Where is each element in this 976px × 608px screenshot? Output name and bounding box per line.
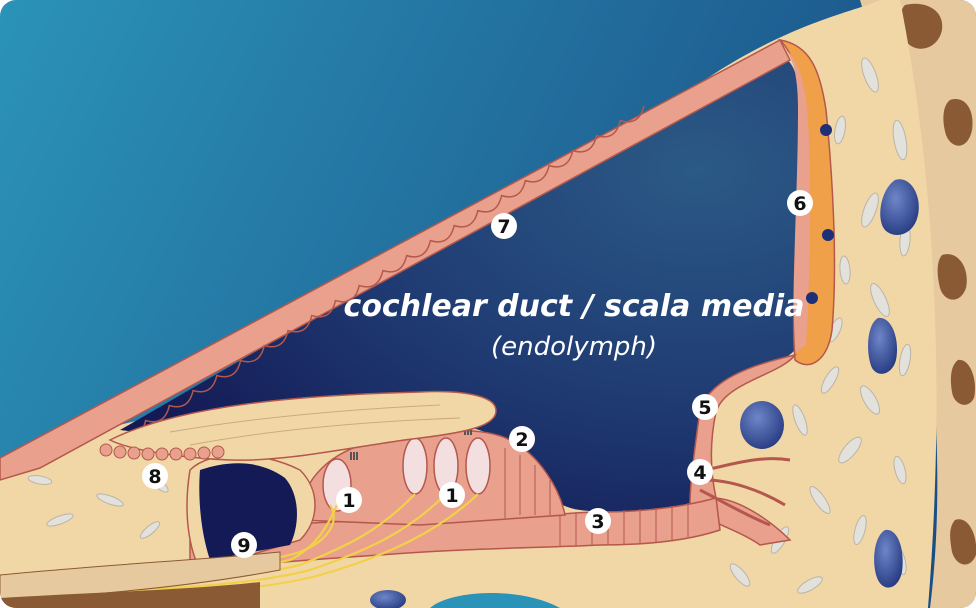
capillary <box>822 229 834 241</box>
label-marker: 5 <box>692 394 718 420</box>
diagram-subtitle: (endolymph) <box>491 332 657 362</box>
outer-hair-cell <box>466 438 490 494</box>
blood-vessel <box>740 401 784 449</box>
label-marker: 4 <box>687 459 713 485</box>
label-9: 9 <box>237 535 250 557</box>
label-marker: 6 <box>787 190 813 216</box>
label-7: 7 <box>497 216 510 238</box>
label-marker: 1 <box>336 487 362 513</box>
label-marker: 2 <box>509 426 535 452</box>
capillary <box>806 292 818 304</box>
label-4: 4 <box>693 462 706 484</box>
label-marker: 1 <box>439 482 465 508</box>
label-2: 2 <box>515 429 528 451</box>
label-1-outer-hair-cells: 1 <box>445 485 458 507</box>
label-3: 3 <box>591 511 604 533</box>
label-marker: 3 <box>585 508 611 534</box>
diagram-title: cochlear duct / scala media <box>344 289 805 324</box>
label-5: 5 <box>698 397 711 419</box>
label-1-inner-hair-cell: 1 <box>342 490 355 512</box>
label-marker: 8 <box>142 463 168 489</box>
outer-hair-cell <box>403 438 427 494</box>
label-6: 6 <box>793 193 806 215</box>
capillary <box>820 124 832 136</box>
label-marker: 9 <box>231 532 257 558</box>
label-8: 8 <box>148 466 161 488</box>
label-marker: 7 <box>491 213 517 239</box>
